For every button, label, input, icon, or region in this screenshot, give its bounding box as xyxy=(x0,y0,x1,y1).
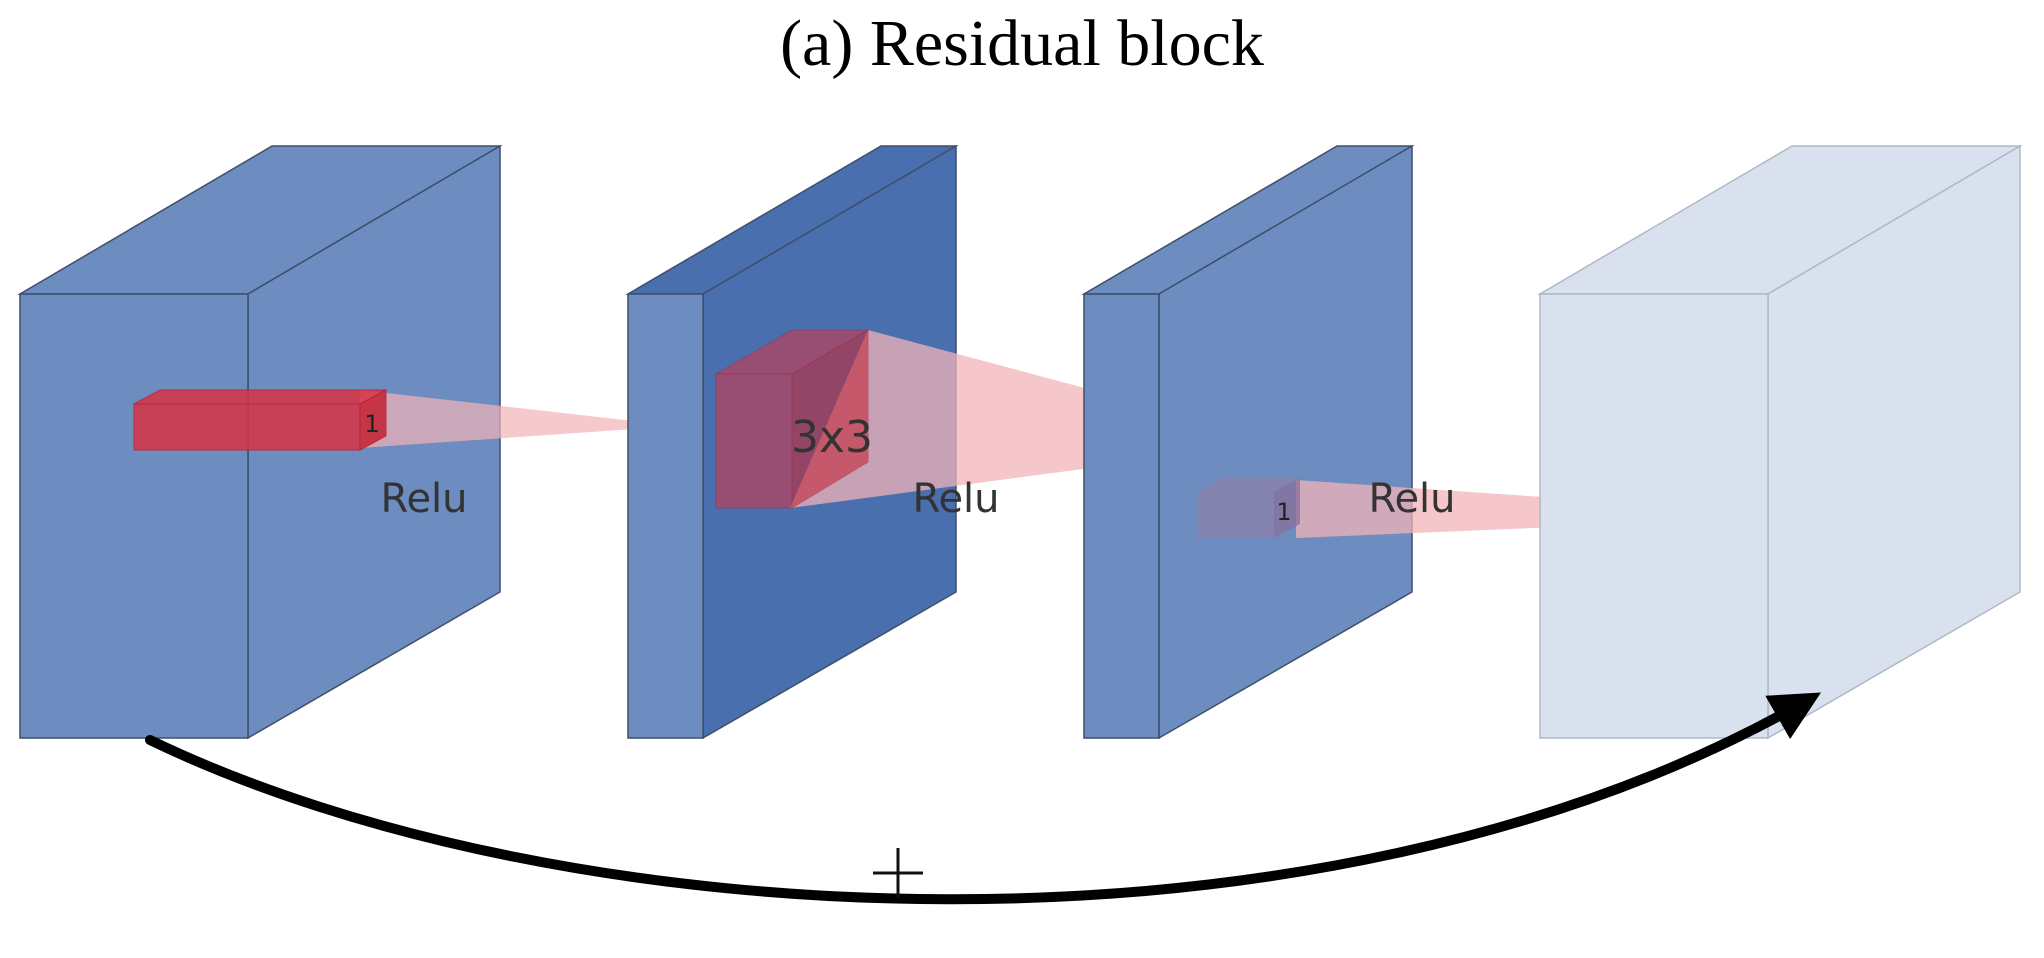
cone-2 xyxy=(790,330,1286,508)
kernel-3x3: 3x3 xyxy=(714,329,1286,509)
kernel-1x1-first: 1 xyxy=(133,389,678,451)
conv-feature-block-3 xyxy=(1081,144,1415,740)
plus-sign-icon xyxy=(873,848,923,898)
skip-op-label: + xyxy=(0,0,1,1)
kernel1b-side xyxy=(1274,478,1300,538)
skip-connection-arrow xyxy=(145,692,1822,905)
diagram-title: (a) Residual block xyxy=(780,7,1264,80)
relu-label-1: Relu xyxy=(380,476,467,522)
kernel1-top xyxy=(133,389,387,405)
kernel1b-front xyxy=(1198,492,1274,538)
kernel1-front xyxy=(133,403,361,451)
block3-front-face xyxy=(1083,293,1160,739)
block4-front-face xyxy=(1539,293,1769,739)
relu-label-2: Relu xyxy=(912,476,999,522)
kernel-1-label: 1 xyxy=(364,410,379,438)
kernel-3x3-label: 3x3 xyxy=(791,412,873,463)
kernel1b-top xyxy=(1198,478,1300,492)
kernel-1b-label: 1 xyxy=(1276,498,1291,526)
block1-front-face xyxy=(19,293,249,739)
block2-front-face xyxy=(627,293,704,739)
cone-1 xyxy=(360,390,678,448)
kernel3-front xyxy=(715,373,793,509)
output-feature-block xyxy=(1537,144,2023,740)
relu-label-3: Relu xyxy=(1368,476,1455,522)
